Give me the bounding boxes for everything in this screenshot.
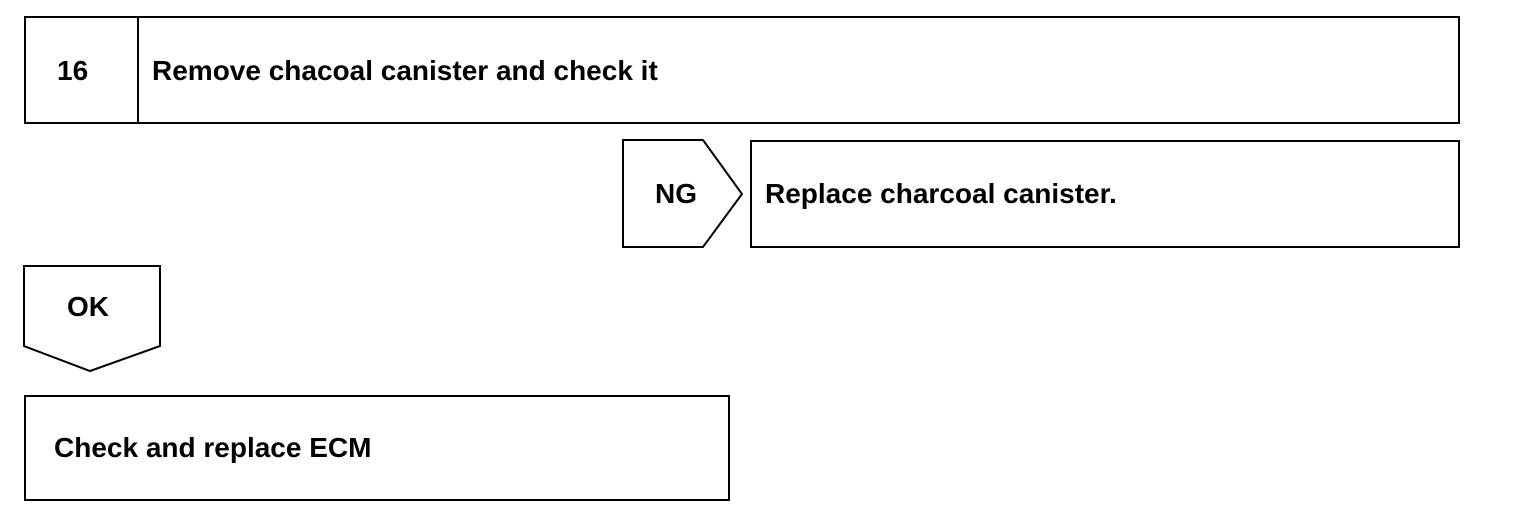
step-box — [24, 16, 1460, 124]
ok-action-box — [24, 395, 730, 501]
ok-action-text: Check and replace ECM — [54, 432, 372, 463]
step-divider — [137, 16, 139, 124]
ng-action-box — [750, 140, 1460, 248]
step-title: Remove chacoal canister and check it — [152, 55, 658, 86]
ng-label: NG — [655, 178, 697, 209]
ok-label: OK — [67, 291, 109, 322]
ng-action-text: Replace charcoal canister. — [765, 178, 1117, 209]
step-number: 16 — [57, 55, 89, 86]
